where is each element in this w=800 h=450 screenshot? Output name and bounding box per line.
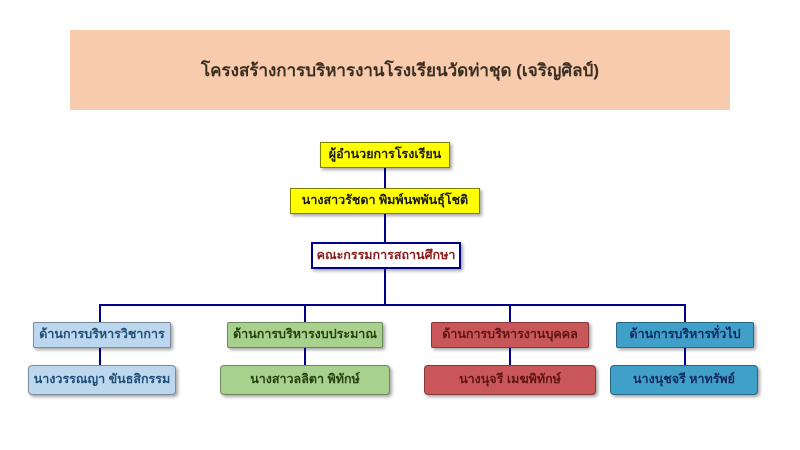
connector-line	[384, 269, 386, 305]
node-director-title: ผู้อำนวยการโรงเรียน	[320, 142, 450, 168]
connector-line	[384, 214, 386, 242]
connector-line	[509, 304, 511, 323]
node-school-committee: คณะกรรมการสถานศึกษา	[311, 242, 461, 269]
connector-line	[304, 304, 306, 323]
node-dept-academic: ด้านการบริหารวิชาการ	[33, 322, 171, 348]
node-head-academic: นางวรรณญา ขันธสิกรรม	[28, 365, 176, 395]
connector-line	[509, 348, 511, 365]
connector-line	[684, 348, 686, 365]
node-head-general: นางนุชจรี หาทรัพย์	[610, 365, 758, 395]
node-head-budget: นางสาวลลิตา พิทักษ์	[220, 365, 390, 395]
node-director-name: นางสาวรัชดา พิมพ์นพพันธุ์โชติ	[290, 188, 480, 214]
connector-line	[99, 304, 101, 323]
connector-line	[304, 348, 306, 365]
connector-line-horizontal	[100, 304, 685, 306]
node-head-personnel: นางนุจรี เมฆพิทักษ์	[424, 365, 596, 395]
page-title: โครงสร้างการบริหารงานโรงเรียนวัดท่าชุด (…	[70, 30, 730, 110]
connector-line	[384, 168, 386, 188]
node-dept-personnel: ด้านการบริหารงานบุคคล	[431, 322, 589, 348]
node-dept-general: ด้านการบริหารทั่วไป	[616, 322, 754, 348]
connector-line	[99, 348, 101, 365]
node-dept-budget: ด้านการบริหารงบประมาณ	[227, 322, 383, 348]
connector-line	[684, 304, 686, 323]
